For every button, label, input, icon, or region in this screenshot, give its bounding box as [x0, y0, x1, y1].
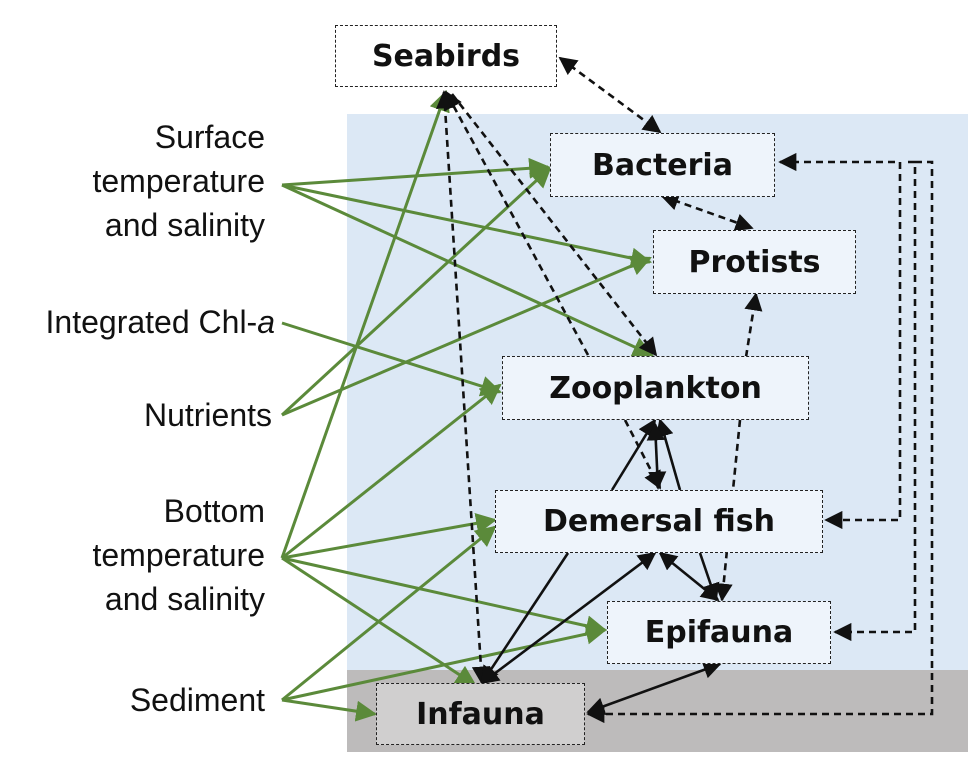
driver-chl-text: Integrated Chl-: [45, 304, 258, 340]
driver-bottom-line-1: Bottom: [163, 493, 265, 529]
node-bacteria: Bacteria: [550, 133, 775, 197]
bacteria-infauna-link: [586, 160, 934, 724]
driver-surface-line-3: and salinity: [104, 207, 265, 243]
food-web-links: [435, 56, 934, 724]
node-demersal-fish: Demersal fish: [495, 490, 823, 553]
driver-sediment: Sediment: [20, 678, 265, 722]
node-zooplankton: Zooplankton: [502, 356, 809, 420]
sediment-to-infauna-arrow: [281, 698, 378, 722]
demersal-infauna-link: [480, 551, 657, 685]
node-seabirds: Seabirds: [335, 25, 557, 87]
seabirds-to-zooplankton-link: [450, 93, 658, 357]
driver-surface-line-2: temperature: [92, 163, 265, 199]
bottom-to-seabirds-arrow: [280, 90, 450, 559]
driver-nutrients-text: Nutrients: [143, 397, 272, 433]
driver-chl-italic: a: [257, 304, 275, 340]
bacteria-epifauna-link: [833, 160, 917, 642]
node-protists: Protists: [653, 230, 856, 294]
driver-bottom-line-2: temperature: [92, 537, 265, 573]
demersal-to-zooplankton-link-a: [610, 418, 657, 491]
bottom-to-zooplankton-arrow: [281, 383, 502, 560]
zooplankton-demersal-link: [646, 422, 667, 490]
epifauna-infauna-link: [586, 661, 722, 715]
driver-nutrients: Nutrients: [20, 393, 272, 437]
zooplankton-to-seabirds-link: [444, 90, 590, 356]
demersal-to-zooplankton-link-b: [655, 418, 682, 491]
zooplankton-to-protists-link: [744, 292, 763, 358]
driver-sediment-text: Sediment: [129, 682, 265, 718]
driver-integrated-chl-a: Integrated Chl-a: [0, 300, 275, 344]
driver-bottom-line-3: and salinity: [104, 581, 265, 617]
nutrients-to-bacteria-arrow: [280, 166, 552, 417]
seabirds-infauna-link: [435, 90, 491, 685]
bacteria-demersal-link: [778, 152, 902, 530]
seabirds-bacteria-link: [558, 56, 662, 134]
demersal-to-epifauna-link-b: [698, 552, 720, 602]
driver-surface-temperature-salinity: Surface temperature and salinity: [20, 115, 265, 247]
node-infauna: Infauna: [376, 683, 585, 745]
driver-bottom-temperature-salinity: Bottom temperature and salinity: [20, 489, 265, 621]
bacteria-protists-link: [660, 192, 754, 232]
chl-to-zooplankton-arrow: [281, 321, 503, 397]
node-epifauna: Epifauna: [607, 601, 831, 664]
surface-to-zooplankton-arrow: [281, 183, 654, 357]
driver-surface-line-1: Surface: [154, 119, 265, 155]
demersal-to-infauna-link-b: [480, 552, 570, 685]
